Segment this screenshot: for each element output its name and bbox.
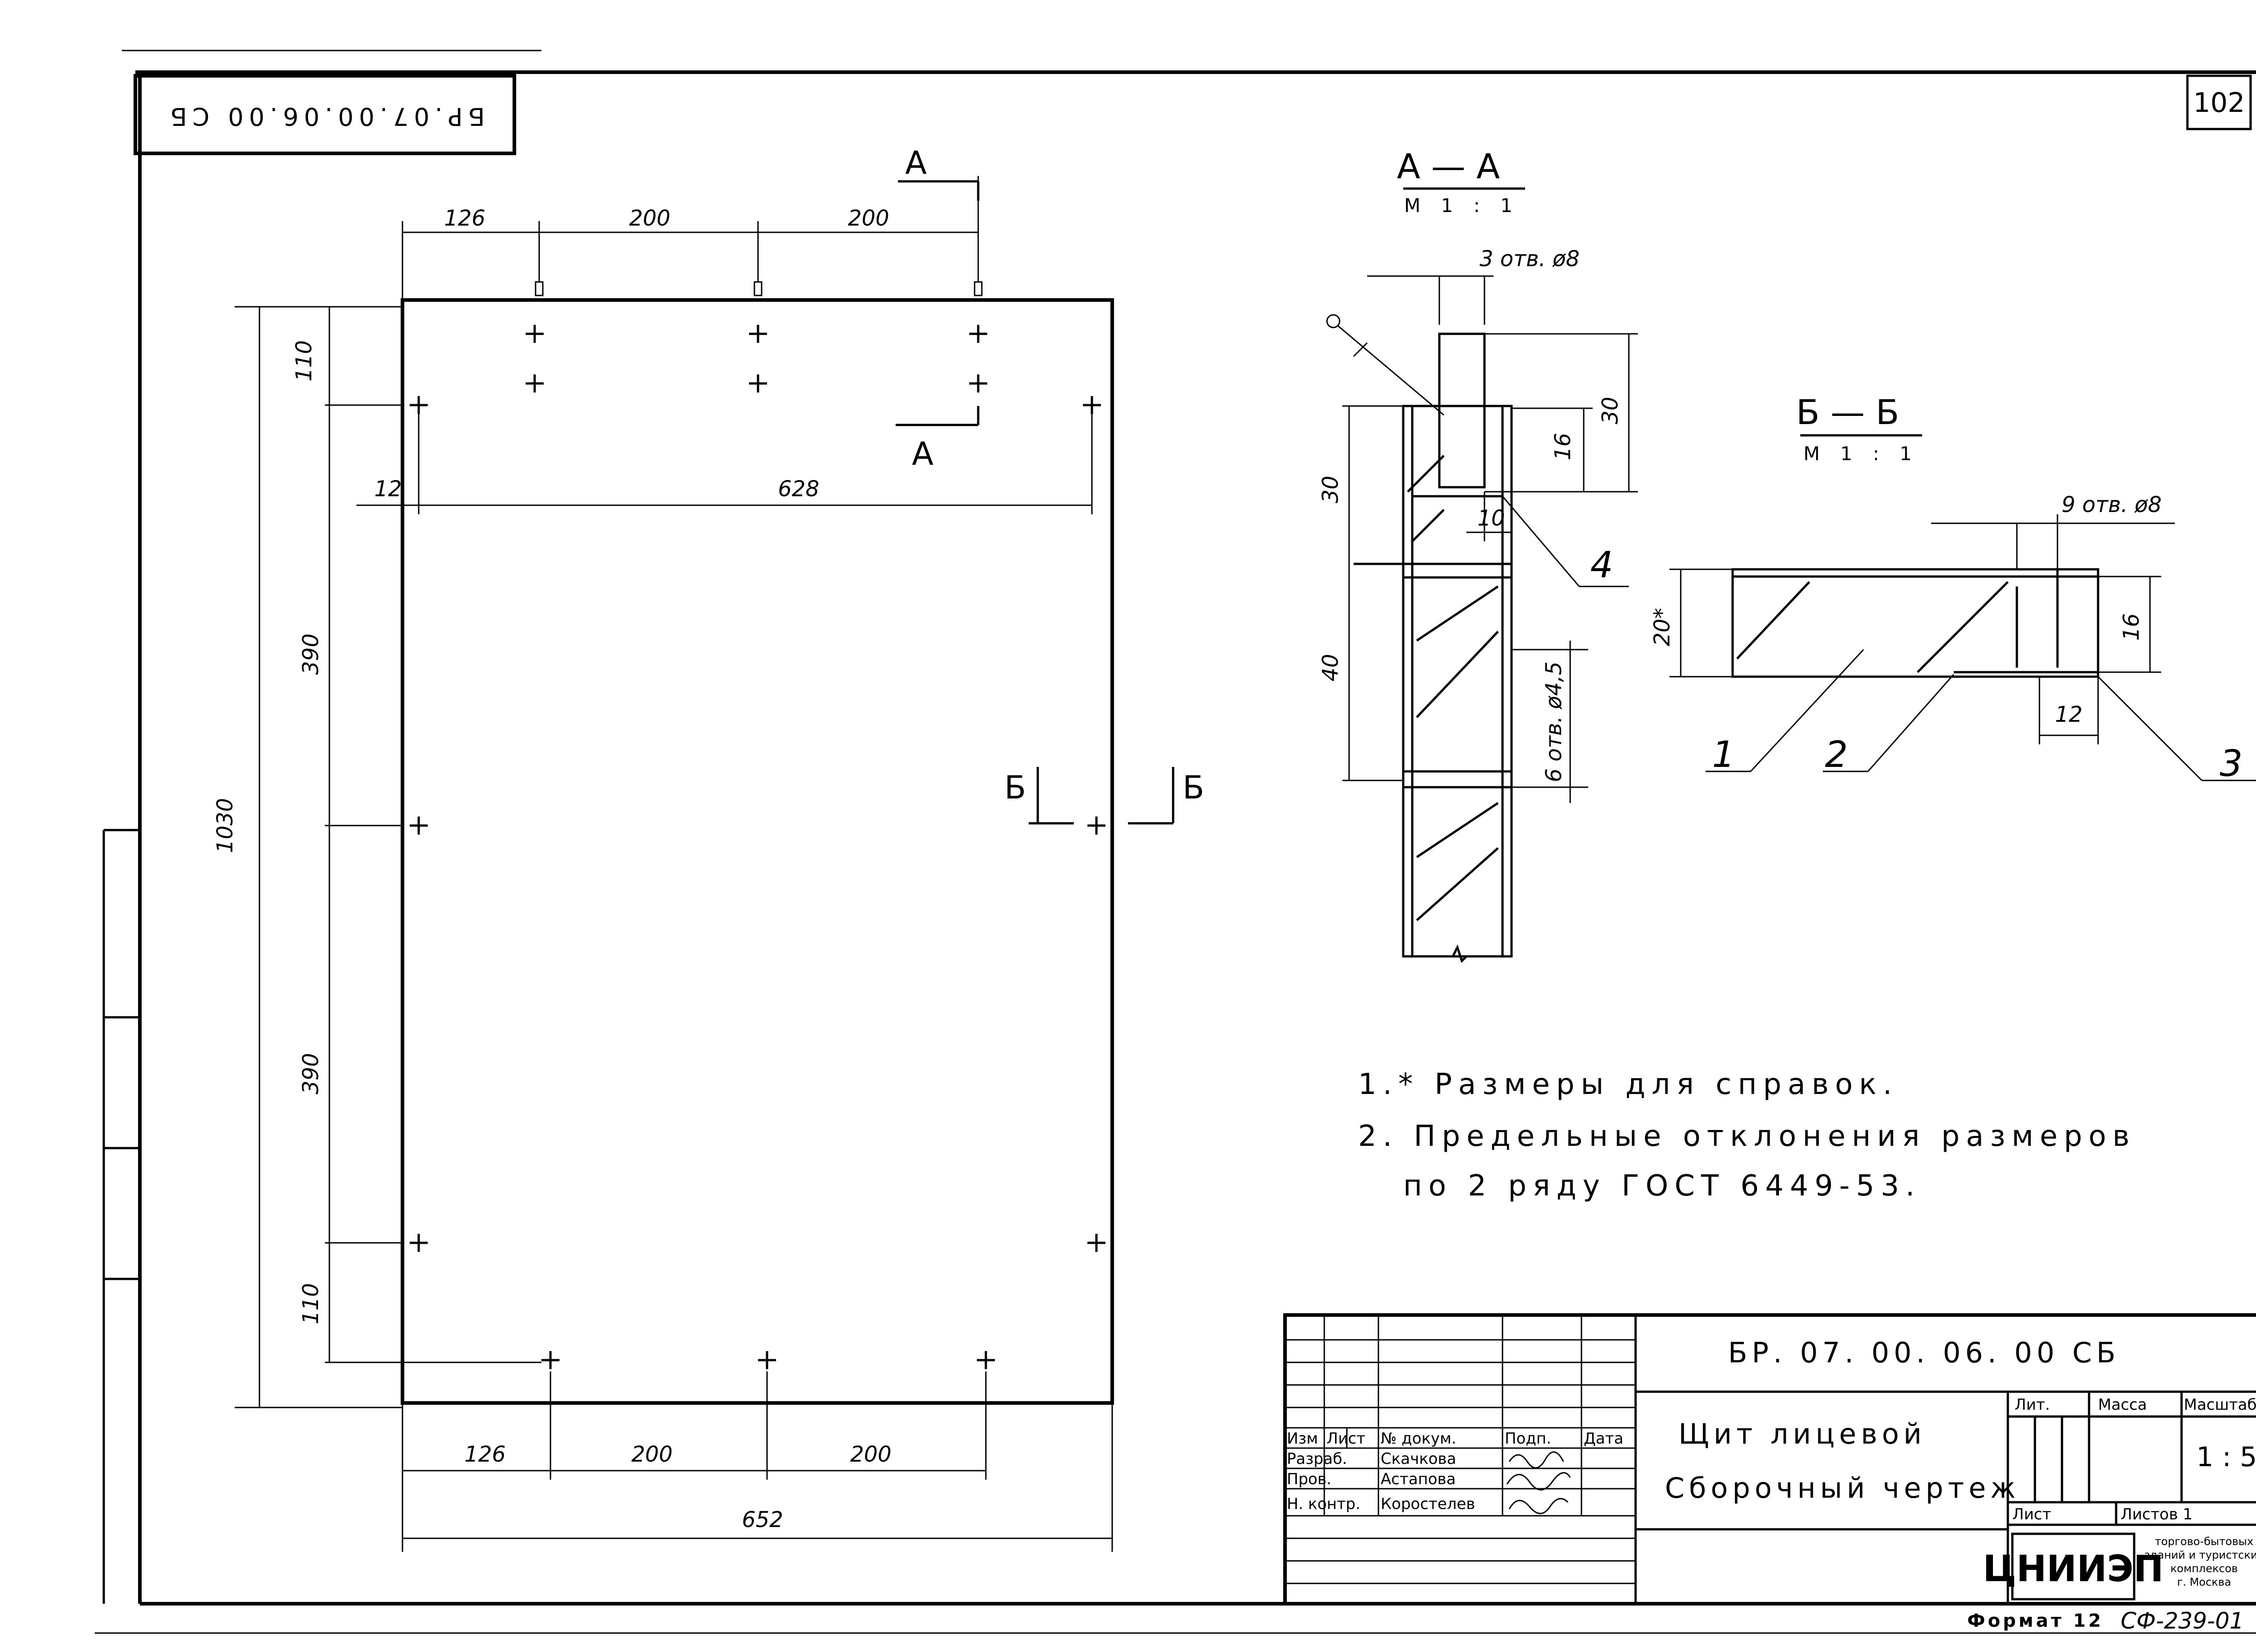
left-dimensions (235, 306, 541, 1408)
rotated-code-text: БР.07.00.06.00 СБ (165, 102, 485, 130)
bb-callout-1: 1 (1712, 734, 1735, 775)
tb-role-razrab: Разраб. (1287, 1450, 1347, 1468)
dim-offset-12: 12 (374, 476, 402, 502)
dim-bottom-200-b: 200 (850, 1442, 892, 1467)
bb-dim-16: 16 (2119, 613, 2144, 641)
aa-callout-4: 4 (1590, 544, 1613, 586)
note-2-continued: по 2 ряду ГОСТ 6449-53. (1403, 1169, 1921, 1203)
sheet-number: 102 (2193, 87, 2245, 119)
tb-code: БР. 07. 00. 06. 00 СБ (1728, 1336, 2120, 1369)
tb-name-line1: Щит лицевой (1678, 1417, 1926, 1450)
cut-b-marks (1029, 767, 1174, 825)
section-bb-body (1731, 568, 2099, 678)
note-1: 1.* Размеры для справок. (1358, 1068, 1898, 1101)
cut-a-top-label: А (905, 144, 927, 181)
org-name-line3: комплексов (2170, 1562, 2238, 1575)
bb-dim-12: 12 (2055, 702, 2082, 727)
form-code: СФ-239-01 (2121, 1608, 2244, 1634)
top-dimensions (402, 176, 979, 300)
tb-name-razrab: Скачкова (1381, 1450, 1456, 1468)
section-aa-scale: М 1 : 1 (1404, 194, 1520, 217)
dim-left-390-a: 390 (298, 633, 324, 675)
rotated-code-stamp: БР.07.00.06.00 СБ (134, 74, 516, 155)
aa-dim-30-left: 30 (1318, 475, 1343, 503)
tb-role-prov: Пров. (1287, 1470, 1331, 1488)
panel-outline (401, 298, 1114, 1405)
section-bb-scale: М 1 : 1 (1803, 443, 1919, 465)
section-bb-holes: 9 отв. ø8 (2062, 492, 2162, 517)
tb-name-prov: Астапова (1381, 1470, 1456, 1488)
tb-role-nkontr: Н. контр. (1287, 1495, 1360, 1513)
title-block: БР. 07. 00. 06. 00 СБ Щит лицевой Сбороч… (1283, 1313, 2256, 1606)
bb-callout-2: 2 (1825, 734, 1848, 775)
section-bb: Б — Б М 1 : 1 9 отв. ø8 (1650, 392, 2256, 784)
tb-header-ndokum: № докум. (1381, 1430, 1456, 1448)
tb-header-izm: Изм (1287, 1430, 1318, 1448)
tb-listov-label: Листов 1 (2121, 1505, 2192, 1523)
section-aa-holes: 3 отв. ø8 (1479, 246, 1580, 272)
format-label: Формат 12 (1967, 1610, 2103, 1631)
dim-top-200-b: 200 (848, 206, 889, 231)
tb-masshtab: Масштаб (2184, 1396, 2256, 1414)
bb-callout-3: 3 (2220, 743, 2243, 784)
aa-dim-16: 16 (1550, 433, 1576, 460)
dim-top-200-a: 200 (629, 206, 670, 231)
tb-header-data: Дата (1584, 1430, 1623, 1448)
sheet-frame (95, 50, 2256, 1634)
dim-bottom-200-a: 200 (631, 1442, 673, 1467)
dim-overall-652: 652 (742, 1507, 783, 1532)
bb-dim-20: 20* (1650, 608, 1675, 646)
org-logo-mark: ЦНИИЭП (1983, 1532, 2164, 1601)
tb-list-label: Лист (2012, 1505, 2051, 1523)
tb-name-line2: Сборочный чертеж (1665, 1472, 2020, 1504)
cut-a-bottom-label: А (912, 435, 934, 472)
main-view: 126 200 200 А А Б Б (213, 144, 1204, 1552)
dim-bottom-126: 126 (464, 1442, 506, 1467)
tb-massa: Масса (2098, 1396, 2147, 1414)
tb-lit: Лит. (2015, 1396, 2050, 1414)
top-pins (535, 281, 983, 296)
inner-dimensions (356, 406, 1093, 514)
dim-top-126: 126 (444, 206, 485, 231)
tb-scale-value: 1 : 5 (2196, 1441, 2256, 1473)
cut-b-right-label: Б (1183, 769, 1204, 806)
bottom-dimensions (402, 1371, 1113, 1552)
cut-a-marks (896, 180, 980, 426)
dim-overall-1030: 1030 (213, 798, 238, 853)
dim-left-110-top: 110 (291, 340, 317, 382)
org-name-line4: г. Москва (2177, 1576, 2231, 1588)
section-aa: А — А М 1 : 1 3 отв. ø8 (1318, 146, 1638, 963)
section-aa-body (1354, 332, 1513, 963)
aa-dim-30-top: 30 (1598, 397, 1623, 424)
aa-dim-40: 40 (1318, 654, 1343, 681)
org-name-line2: зданий и туристских (2144, 1549, 2256, 1561)
org-logo-text: ЦНИИЭП (1983, 1548, 2164, 1590)
dim-inner-628: 628 (778, 476, 819, 502)
tb-header-podp: Подп. (1505, 1430, 1551, 1448)
tb-header-list: Лист (1327, 1430, 1365, 1448)
note-2: 2. Предельные отклонения размеров (1358, 1120, 2136, 1153)
cut-b-left-label: Б (1004, 769, 1026, 806)
section-aa-title: А — А (1397, 146, 1500, 186)
dim-left-110-bottom: 110 (298, 1283, 324, 1324)
aa-dim-10: 10 (1477, 506, 1505, 531)
notes: 1.* Размеры для справок. 2. Предельные о… (1358, 1068, 2136, 1203)
signatures (1506, 1451, 1571, 1514)
org-name-line1: торгово-бытовых (2155, 1535, 2253, 1548)
dim-left-390-b: 390 (298, 1053, 324, 1094)
hole-markers (410, 325, 1105, 1369)
section-bb-title: Б — Б (1796, 392, 1900, 432)
sheet-number-box: 102 (2186, 74, 2252, 130)
aa-holes-small: 6 отв. ø4,5 (1541, 661, 1567, 782)
tb-name-nkontr: Коростелев (1381, 1495, 1475, 1513)
